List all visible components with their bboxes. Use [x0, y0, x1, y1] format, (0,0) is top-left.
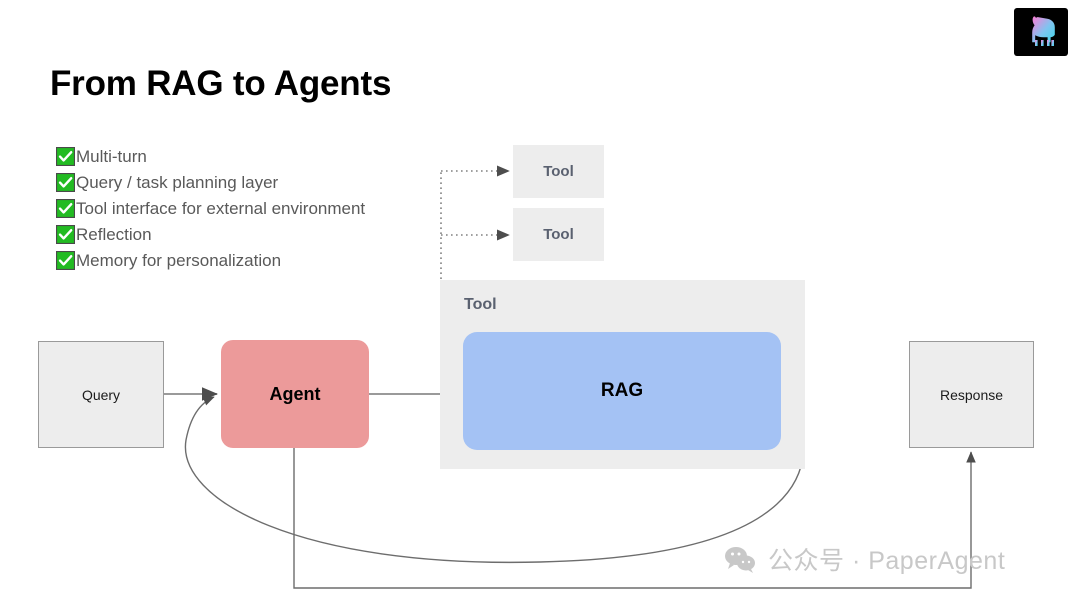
response-node[interactable]: Response	[909, 341, 1034, 448]
tool-node-2[interactable]: Tool	[513, 208, 604, 261]
wechat-icon	[724, 545, 768, 573]
green-check-icon	[56, 147, 75, 166]
list-item-label: Reflection	[76, 225, 152, 244]
green-check-icon	[56, 199, 75, 218]
tool-node-label: Tool	[543, 226, 574, 243]
list-item: Tool interface for external environment	[56, 196, 476, 221]
query-node[interactable]: Query	[38, 341, 164, 448]
list-item: Query / task planning layer	[56, 170, 476, 195]
query-node-label: Query	[81, 386, 121, 403]
list-item-label: Memory for personalization	[76, 251, 282, 270]
agent-node[interactable]: Agent	[221, 340, 369, 448]
response-node-label: Response	[939, 386, 1004, 403]
green-check-icon	[56, 173, 75, 192]
list-item: Multi-turn	[56, 144, 476, 169]
watermark: 公众号 · PaperAgent	[724, 541, 1005, 577]
green-check-icon	[56, 251, 75, 270]
list-item: Reflection	[56, 222, 476, 247]
rag-node[interactable]: RAG	[463, 332, 781, 450]
rag-node-label: RAG	[600, 380, 644, 401]
feature-checklist: Multi-turn Query / task planning layer T…	[56, 144, 476, 274]
llama-logo-glyph	[1032, 16, 1055, 46]
llama-logo	[1014, 8, 1068, 56]
tool-node-label: Tool	[543, 163, 574, 180]
list-item-label: Query / task planning layer	[76, 173, 279, 192]
list-item-label: Multi-turn	[76, 147, 147, 166]
watermark-text: 公众号 · PaperAgent	[768, 547, 1006, 575]
connector-rag-to-agent-feedback	[184, 393, 805, 564]
green-check-icon	[56, 225, 75, 244]
tool-node-1[interactable]: Tool	[513, 145, 604, 198]
page-title: From RAG to Agents	[50, 64, 392, 103]
list-item-label: Tool interface for external environment	[76, 199, 366, 218]
list-item: Memory for personalization	[56, 248, 476, 273]
tool-container-label: Tool	[464, 296, 497, 313]
agent-node-label: Agent	[269, 383, 321, 404]
connector-agent-to-response	[293, 448, 976, 589]
